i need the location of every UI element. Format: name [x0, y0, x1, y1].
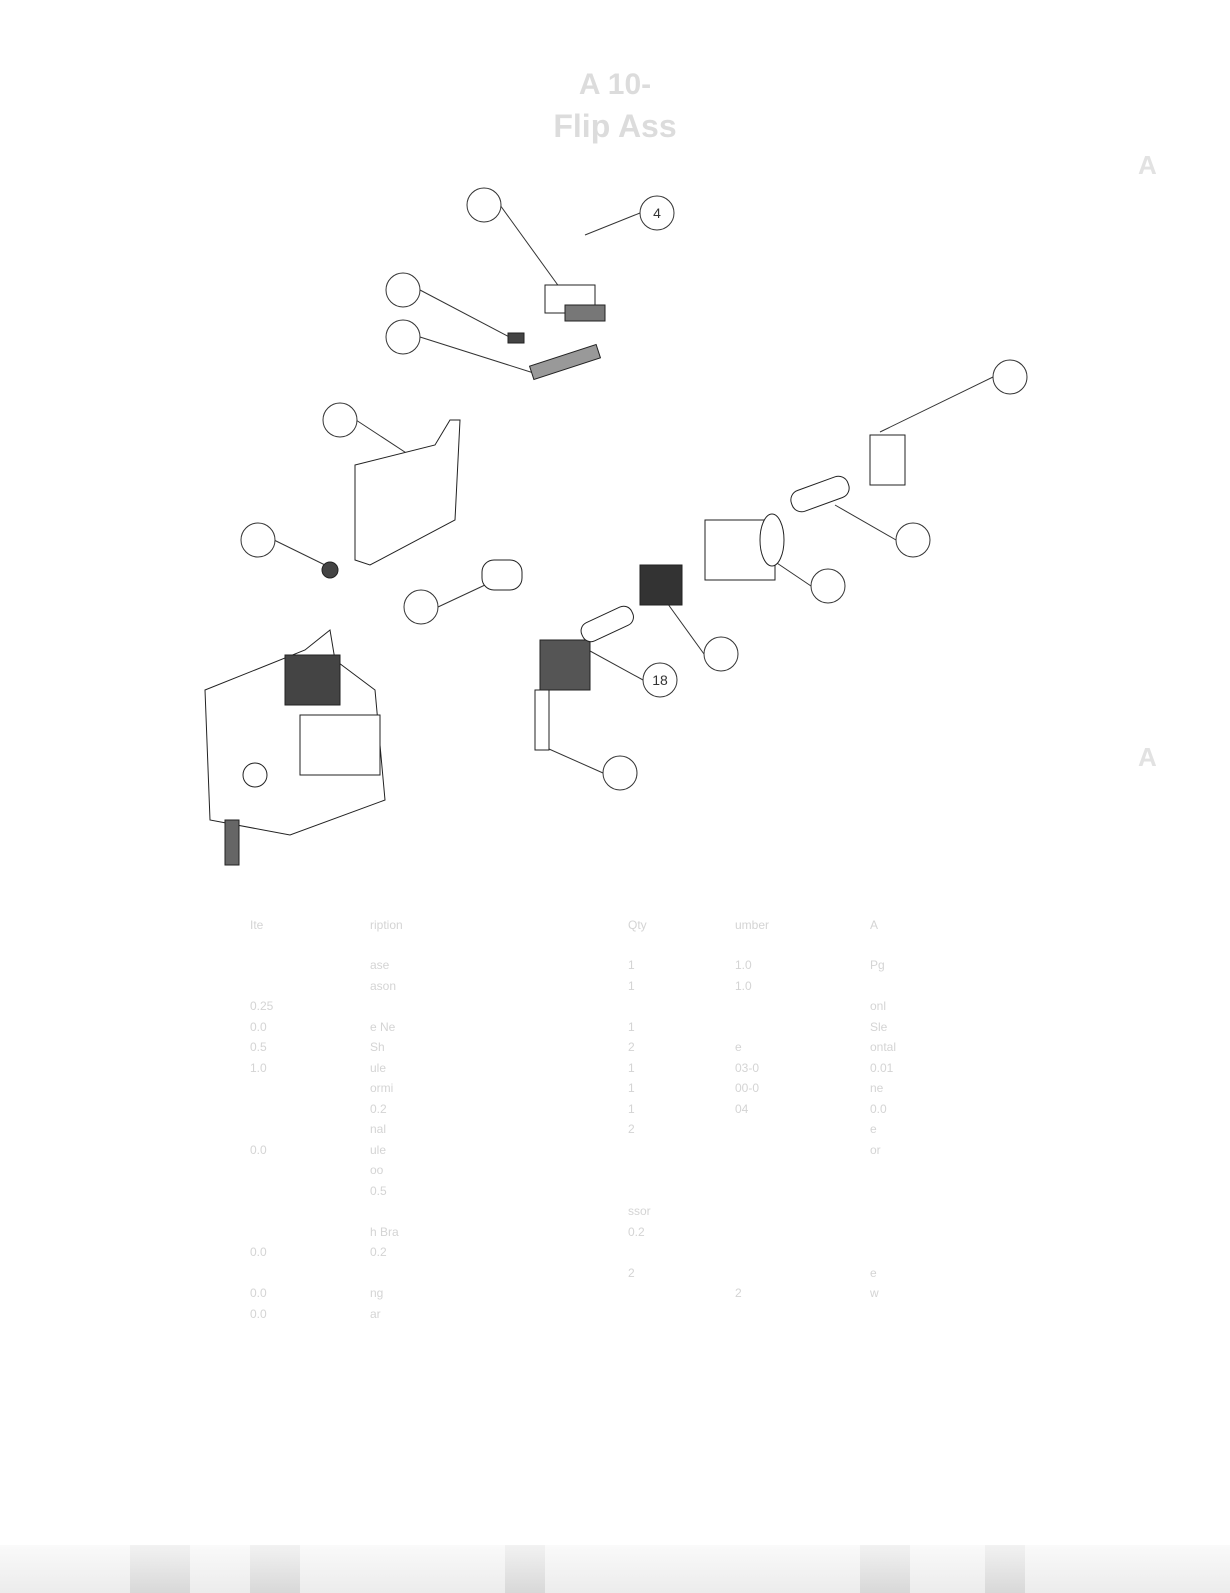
callout-circle: [403, 589, 439, 625]
callout-label: 18: [652, 672, 668, 688]
callout-circle: [639, 195, 675, 231]
table-cell: ne: [870, 1081, 884, 1095]
table-cell: 2: [628, 1265, 635, 1280]
scan-artifact: [130, 1545, 190, 1593]
table-header: Qty: [628, 918, 647, 932]
table-cell: 0.0: [870, 1101, 887, 1116]
scan-artifact: [250, 1545, 300, 1593]
table-cell: 2: [628, 1040, 635, 1054]
scan-artifact: [505, 1545, 545, 1593]
callout-circle: [703, 636, 739, 672]
table-header: ription: [370, 918, 403, 932]
table-header: A: [870, 918, 879, 932]
table-cell: 0.2: [628, 1224, 645, 1239]
callout-circle: [240, 522, 276, 558]
table-cell: 00-0: [735, 1081, 760, 1095]
table-cell: ule: [370, 1060, 387, 1075]
document-title-line2: Flip Ass: [553, 108, 677, 144]
table-cell: 1: [628, 978, 635, 993]
callout-circle: [810, 568, 846, 604]
table-cell: Sle: [870, 1019, 888, 1034]
table-cell: 0.25: [250, 999, 274, 1013]
table-cell: 0.2: [370, 1101, 387, 1116]
callout-circle: [602, 755, 638, 791]
table-cell: 0.0: [250, 1142, 267, 1157]
table-cell: 0.0: [250, 1019, 267, 1034]
table-cell: ar: [370, 1306, 381, 1321]
table-header: umber: [735, 918, 770, 932]
callout-circle: [322, 402, 358, 438]
table-cell: 1: [628, 1101, 635, 1116]
callout-circle: [642, 662, 678, 698]
document-title-line1: A 10-: [578, 68, 652, 101]
table-cell: 04: [735, 1101, 749, 1116]
table-cell: 0.0: [250, 1245, 267, 1259]
table-cell: ase: [370, 958, 390, 972]
side-mark: A: [1138, 150, 1157, 180]
table-cell: 0.01: [870, 1060, 894, 1075]
table-cell: Pg: [870, 958, 885, 972]
table-cell: 2: [628, 1122, 635, 1136]
table-header: Ite: [250, 918, 264, 932]
table-cell: ssor: [628, 1204, 651, 1218]
table-cell: onl: [870, 999, 887, 1013]
table-cell: 0.5: [370, 1183, 387, 1198]
table-cell: 1.0: [250, 1060, 267, 1075]
table-cell: ormi: [370, 1081, 394, 1095]
table-cell: w: [870, 1286, 879, 1300]
table-cell: 1.0: [735, 958, 752, 972]
table-cell: oo: [370, 1163, 384, 1177]
callout-circle: [466, 187, 502, 223]
exploded-parts-diagram: 4 18: [204, 187, 1028, 866]
table-cell: e: [735, 1040, 742, 1054]
table-cell: 0.2: [370, 1245, 387, 1259]
callout-circle: [992, 359, 1028, 395]
table-cell: or: [870, 1142, 881, 1157]
table-cell: 1: [628, 1081, 635, 1095]
side-mark: A: [1138, 742, 1157, 772]
table-cell: Sh: [370, 1040, 385, 1054]
table-cell: 2: [735, 1286, 742, 1300]
table-cell: ng: [370, 1286, 384, 1300]
table-cell: ontal: [870, 1040, 897, 1054]
table-cell: e Ne: [370, 1019, 396, 1034]
table-cell: 1.0: [735, 978, 752, 993]
table-cell: ule: [370, 1142, 387, 1157]
table-cell: 1: [628, 1019, 635, 1034]
table-cell: 1: [628, 1060, 635, 1075]
scan-artifact: [860, 1545, 910, 1593]
table-cell: nal: [370, 1122, 387, 1136]
table-cell: e: [870, 1265, 877, 1280]
table-cell: 03-0: [735, 1060, 760, 1075]
table-cell: 0.0: [250, 1286, 267, 1300]
callout-circle: [895, 522, 931, 558]
table-cell: e: [870, 1122, 877, 1136]
callout-label: 4: [653, 205, 661, 221]
callout-circle: [385, 272, 421, 308]
scan-edge-band: [0, 1545, 1230, 1593]
table-cell: 1: [628, 958, 635, 972]
table-cell: ason: [370, 978, 397, 993]
table-cell: 0.0: [250, 1306, 267, 1321]
scan-artifact: [985, 1545, 1025, 1593]
callout-circle: [385, 319, 421, 355]
table-cell: 0.5: [250, 1040, 267, 1054]
table-cell: h Bra: [370, 1224, 399, 1239]
